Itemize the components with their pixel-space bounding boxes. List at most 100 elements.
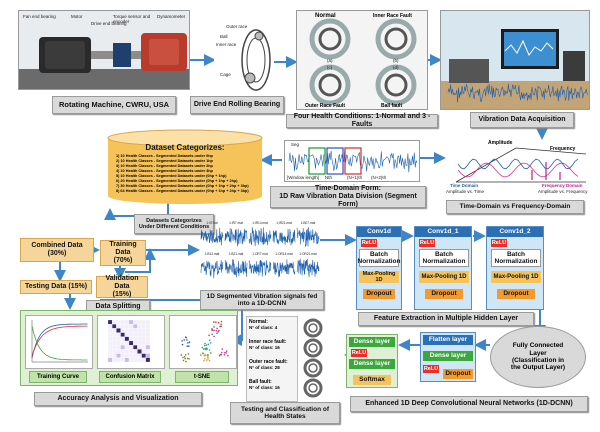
tsne-point bbox=[225, 350, 228, 352]
frequency-label: Frequency bbox=[550, 146, 576, 152]
dataset-title: Dataset Categorizes: bbox=[145, 143, 225, 152]
dataset-item: 5) 10 Health Classes - Segmented Dataset… bbox=[116, 174, 227, 178]
matrix-cell bbox=[141, 340, 146, 346]
dataset-item: 7) 30 Health Classes - Segmented Dataset… bbox=[116, 184, 249, 188]
fc-line1: Fully Connected bbox=[512, 342, 564, 350]
segment-trace bbox=[200, 227, 224, 246]
dataset-item: 2) 10 Health Classes - Segmented Dataset… bbox=[116, 159, 213, 163]
combined-data-box: Combined Data (30%) bbox=[20, 238, 94, 262]
matrix-cell bbox=[120, 328, 125, 333]
tag-c: (c) bbox=[327, 65, 333, 70]
training-line1: Training Data bbox=[109, 240, 137, 256]
tsne-point bbox=[211, 333, 213, 336]
matrix-cell bbox=[124, 319, 130, 325]
fc-line4: the Output Layer) bbox=[510, 364, 566, 372]
hidden-layer-0: Conv1d ReLU Batch Normalization Max-Pool… bbox=[356, 226, 402, 310]
vibration-trace bbox=[447, 83, 589, 103]
matrix-cell bbox=[141, 332, 146, 337]
tsne-point bbox=[186, 339, 188, 341]
segment-title: 1:IR21.mat bbox=[276, 221, 292, 225]
tsne-point bbox=[203, 348, 205, 350]
matrix-cell bbox=[120, 353, 125, 358]
label-inner-race: Inner race bbox=[216, 42, 237, 47]
matrix-cell bbox=[145, 353, 151, 358]
tsne-point bbox=[184, 357, 186, 360]
matrix-cell bbox=[141, 349, 146, 354]
matrix-cell bbox=[137, 345, 142, 350]
dataset-item: 6) 20 Health Classes - Segmented Dataset… bbox=[116, 179, 238, 183]
matrix-cell bbox=[124, 336, 130, 342]
fc-line2: Layer bbox=[529, 349, 547, 357]
health-conditions-photo: Normal Inner Race Fault Outer Race Fault… bbox=[296, 10, 428, 110]
tsne-point bbox=[184, 336, 187, 338]
validation-line1: Validation Data bbox=[105, 274, 139, 290]
matrix-cell bbox=[137, 324, 142, 329]
seg-label: Seg bbox=[291, 142, 300, 147]
tsne-point bbox=[208, 349, 211, 351]
matrix-cell bbox=[145, 349, 151, 354]
class-count: N° of class: 4 bbox=[249, 325, 278, 330]
label-ball: Ball bbox=[220, 34, 228, 39]
tsne-point bbox=[188, 341, 191, 343]
tsne-point bbox=[221, 348, 224, 350]
segment-trace bbox=[224, 227, 248, 247]
dense-block: Dense layer bbox=[349, 337, 395, 347]
tsne-point bbox=[207, 343, 210, 346]
matrix-cell bbox=[137, 357, 142, 363]
segment-trace bbox=[224, 259, 248, 278]
tag-a: (a) bbox=[327, 58, 333, 63]
segment-title: 1:B21.mat bbox=[229, 252, 244, 256]
dataset-list: 1) 10 Health Classes - Segmented Dataset… bbox=[116, 154, 260, 194]
freq-domain-label: Frequency Domain bbox=[542, 183, 583, 188]
machine-illustration bbox=[19, 33, 189, 89]
tsne-point bbox=[201, 346, 204, 349]
matrix-cell bbox=[116, 328, 121, 333]
matrix-cell bbox=[141, 345, 146, 350]
time-domain-waveform bbox=[288, 147, 418, 175]
point-label: Nth bbox=[325, 175, 333, 180]
matrix-cell bbox=[107, 328, 113, 333]
matrix-cell bbox=[141, 328, 146, 333]
tsne-point bbox=[187, 353, 190, 355]
flatten-stack: Flatten layer Dense layer ReLU Dropout bbox=[420, 332, 476, 382]
dataset-item: 1) 10 Health Classes - Segmented Dataset… bbox=[116, 154, 213, 158]
training-curve-plot bbox=[31, 320, 88, 363]
training-curve-chart bbox=[25, 315, 93, 369]
tsne-point bbox=[213, 329, 215, 332]
relu-block: ReLU bbox=[419, 239, 435, 247]
matrix-cell bbox=[124, 340, 130, 346]
classes-line1: Testing and Classification of bbox=[240, 405, 329, 413]
conv-block: Conv1d_2 bbox=[487, 227, 543, 237]
class-item: Inner race fault: N° of class: 16 bbox=[249, 339, 295, 350]
validation-data-box: Validation Data (15%) bbox=[96, 274, 148, 298]
matrix-cell bbox=[112, 319, 117, 325]
matrix-cell bbox=[120, 336, 125, 342]
matrix-cell bbox=[112, 349, 117, 354]
matrix-cell bbox=[107, 340, 113, 346]
matrix-cell bbox=[128, 345, 134, 350]
tsne-point bbox=[204, 358, 206, 360]
bearing-thumbs bbox=[296, 318, 330, 398]
dense-block: Dense layer bbox=[423, 351, 473, 361]
tsne-point bbox=[218, 329, 220, 332]
tsne-point bbox=[205, 344, 208, 346]
tsne-point bbox=[202, 352, 204, 354]
tsne-point bbox=[215, 321, 217, 323]
dataset-item: 3) 10 Health Classes - Segmented Dataset… bbox=[116, 164, 213, 168]
tsne-point bbox=[183, 339, 185, 341]
segment-title: 1:B14.mat bbox=[205, 252, 220, 256]
tsne-point bbox=[188, 358, 190, 360]
matrix-cell bbox=[133, 353, 138, 358]
tsne-point bbox=[215, 330, 218, 332]
label-inner-race-fault: Inner Race Fault bbox=[373, 13, 412, 19]
lab-illustration bbox=[441, 29, 589, 109]
tsne-point bbox=[200, 354, 202, 356]
freq-domain-illustration bbox=[455, 147, 587, 183]
batch-norm-block: Batch Normalization bbox=[419, 249, 469, 267]
class-list: Normal: N° of class: 4 Inner race fault:… bbox=[246, 316, 298, 402]
class-name: Outer race fault: bbox=[249, 359, 288, 365]
matrix-cell bbox=[145, 336, 151, 342]
batch-line1: Batch bbox=[506, 250, 526, 258]
caption-segments: 1D Segmented Vibration signals fed into … bbox=[200, 290, 324, 310]
